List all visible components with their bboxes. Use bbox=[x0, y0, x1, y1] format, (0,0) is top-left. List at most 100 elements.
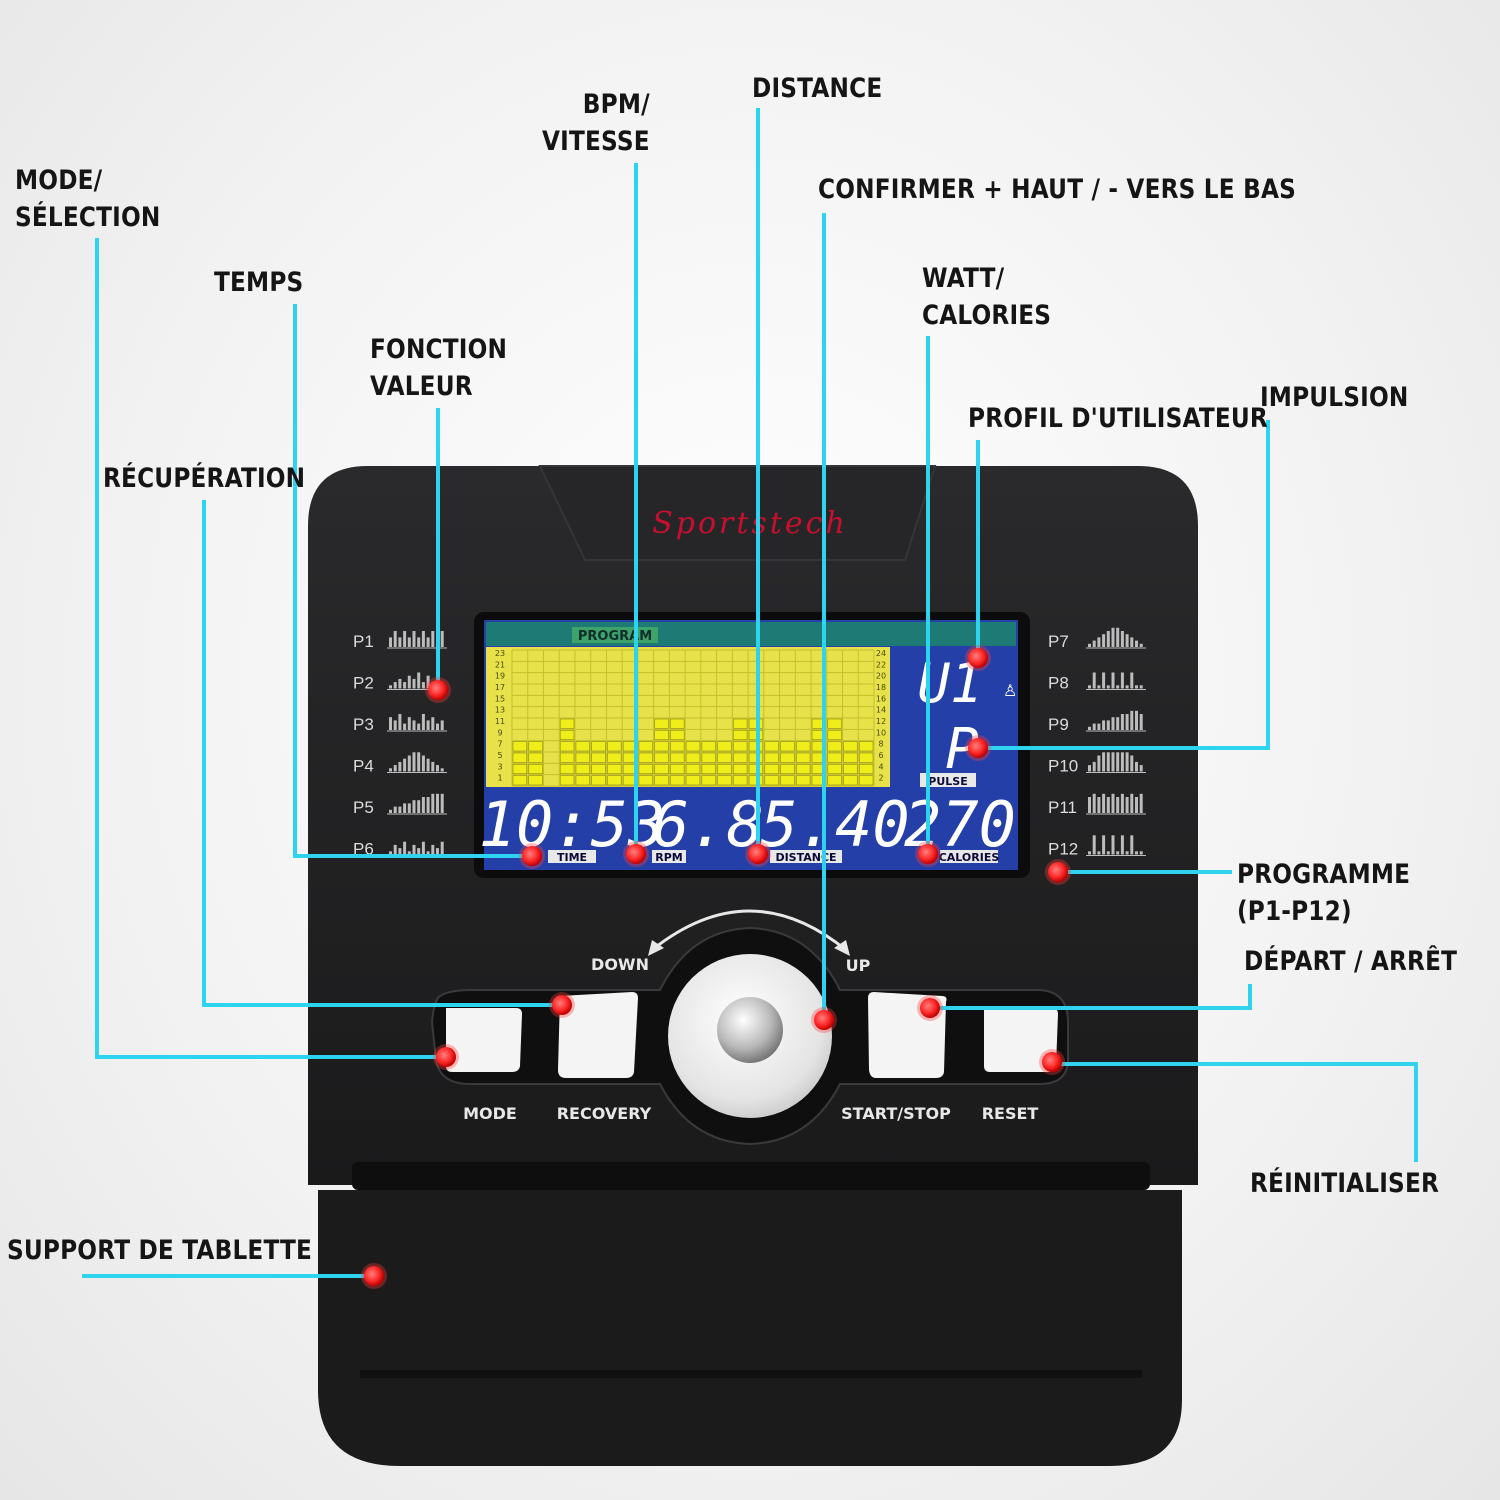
lcd-bar-segment bbox=[843, 741, 858, 752]
start-stop-label: START/STOP bbox=[841, 1104, 951, 1123]
callout-depart: DÉPART / ARRÊT bbox=[1244, 946, 1458, 977]
lcd-bar-segment bbox=[528, 764, 543, 774]
lcd-bar-segment bbox=[528, 775, 543, 786]
program-profile-icon bbox=[1086, 835, 1146, 856]
marker-dot bbox=[522, 846, 542, 866]
lcd-scale-tick: 2 bbox=[878, 774, 883, 783]
dial-knob[interactable] bbox=[717, 997, 783, 1063]
lcd-bar-segment bbox=[780, 752, 795, 763]
lcd-bar-segment bbox=[607, 741, 622, 752]
leader-reinitialiser bbox=[1052, 1062, 1418, 1162]
lcd-bar-segment bbox=[701, 775, 716, 786]
lcd-bar-segment bbox=[780, 741, 795, 752]
lcd-bar-segment bbox=[685, 764, 701, 774]
lcd-bar-segment bbox=[591, 752, 606, 763]
brand-notch bbox=[538, 465, 937, 561]
lcd-bar-segment bbox=[607, 764, 622, 774]
lcd-bar-segment bbox=[733, 764, 748, 774]
marker-dot bbox=[968, 738, 988, 758]
lcd-bar-segment bbox=[559, 741, 575, 752]
lcd-bar-segment bbox=[748, 718, 764, 729]
program-profile-icon bbox=[387, 752, 447, 773]
lcd-bar-segment bbox=[559, 730, 575, 740]
lcd-scale-tick: 7 bbox=[497, 740, 502, 749]
marker-dot bbox=[968, 648, 988, 668]
lcd-bar-segment bbox=[670, 718, 685, 729]
recovery-button[interactable] bbox=[558, 992, 638, 1078]
reset-button[interactable] bbox=[984, 1008, 1058, 1072]
lcd-bar-segment bbox=[843, 752, 858, 763]
lcd-bar-segment bbox=[717, 775, 732, 786]
lcd-scale-tick: 16 bbox=[876, 694, 886, 703]
lcd-bar-segment bbox=[654, 752, 669, 763]
lcd-scale-tick: 20 bbox=[876, 672, 886, 681]
program-label-p1: P1 bbox=[353, 632, 374, 651]
program-label-p3: P3 bbox=[353, 715, 374, 734]
lcd-bar-segment bbox=[733, 752, 748, 763]
lcd-bar-segment bbox=[512, 775, 528, 786]
lcd-scale-tick: 24 bbox=[876, 649, 886, 658]
lcd-bar-segment bbox=[638, 741, 653, 752]
lcd-bar-segment bbox=[512, 764, 528, 774]
leader-mode bbox=[95, 238, 446, 1059]
lcd-bar-segment bbox=[827, 775, 842, 786]
lcd-bar-segment bbox=[796, 741, 811, 752]
lcd-bar-segment bbox=[654, 775, 669, 786]
lcd-bar-segment bbox=[528, 741, 543, 752]
lcd-program-header: PROGRAM bbox=[578, 629, 652, 644]
program-label-p4: P4 bbox=[353, 757, 374, 776]
lcd-bar-segment bbox=[638, 775, 653, 786]
lcd-bar-segment bbox=[685, 752, 701, 763]
callout-fonction: FONCTION VALEUR bbox=[370, 334, 508, 402]
leader-temps bbox=[293, 304, 532, 858]
lcd-bar-segment bbox=[764, 752, 779, 763]
program-label-p11: P11 bbox=[1048, 798, 1077, 817]
marker-dot bbox=[918, 844, 938, 864]
lcd-bar-segment bbox=[858, 752, 874, 763]
lcd-scale-tick: 21 bbox=[495, 660, 505, 669]
callout-support: SUPPORT DE TABLETTE bbox=[7, 1235, 313, 1266]
lcd-bar-segment bbox=[827, 752, 842, 763]
lcd-scale-tick: 12 bbox=[876, 717, 886, 726]
lcd-bar-segment bbox=[607, 775, 622, 786]
lcd-bar-segment bbox=[717, 752, 732, 763]
marker-dot bbox=[428, 680, 448, 700]
lcd-bar-segment bbox=[748, 752, 764, 763]
lcd-bar-segment bbox=[559, 775, 575, 786]
lcd-bar-segment bbox=[733, 718, 748, 729]
marker-dot bbox=[748, 844, 768, 864]
program-label-p12: P12 bbox=[1048, 840, 1078, 859]
program-profile-icon bbox=[1086, 793, 1146, 815]
rotate-arrow-icon bbox=[651, 909, 847, 952]
marker-dot bbox=[814, 1010, 834, 1030]
program-profile-icon bbox=[1086, 752, 1146, 773]
lcd-bar-segment bbox=[670, 730, 685, 740]
lcd-bar-segment bbox=[764, 741, 779, 752]
lcd-bar-segment bbox=[733, 730, 748, 740]
tablet-lip bbox=[360, 1370, 1142, 1378]
lcd-bar-segment bbox=[528, 752, 543, 763]
tablet-holder[interactable] bbox=[318, 1190, 1182, 1466]
lcd-grid bbox=[511, 649, 875, 787]
lcd-scale-tick: 9 bbox=[497, 728, 502, 737]
callout-reinitialiser: RÉINITIALISER bbox=[1250, 1168, 1440, 1199]
program-profile-icon bbox=[1086, 672, 1146, 690]
lcd-bar-segment bbox=[717, 764, 732, 774]
leader-depart bbox=[930, 984, 1252, 1010]
program-label-p6: P6 bbox=[353, 840, 374, 859]
lcd-bar-segment bbox=[575, 775, 590, 786]
callout-bpm: BPM/ VITESSE bbox=[542, 89, 650, 157]
callout-watt: WATT/ CALORIES bbox=[922, 263, 1052, 331]
lcd-bar-segment bbox=[701, 752, 716, 763]
lcd-bar-segment bbox=[654, 741, 669, 752]
marker-dot bbox=[1042, 1052, 1062, 1072]
lcd-bar-segment bbox=[575, 741, 590, 752]
lcd-bar-segment bbox=[748, 775, 764, 786]
lcd-distance-value: 5.40 bbox=[760, 788, 909, 861]
mode-button[interactable] bbox=[446, 1008, 522, 1072]
lcd-bar-segment bbox=[827, 764, 842, 774]
lcd-bar-segment bbox=[512, 752, 528, 763]
lcd-bar-segment bbox=[796, 764, 811, 774]
